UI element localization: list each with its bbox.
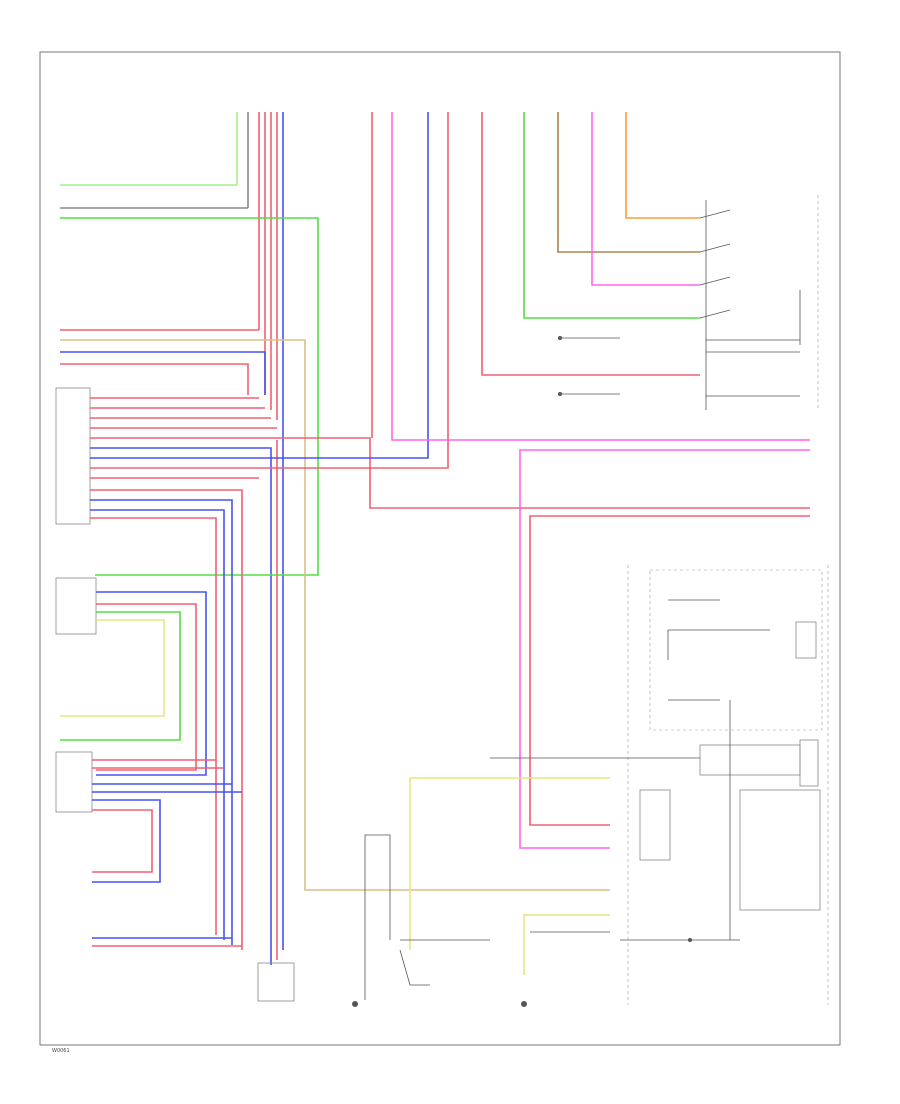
ground-symbols [558,336,620,396]
wire-red-left-2 [60,363,249,395]
wire-blue-left [60,351,266,395]
bottom-left-wires [92,937,242,947]
footer-code: W0061 [52,1048,70,1054]
lower-module-box [257,962,295,1002]
block-1-wires [90,112,810,950]
block-3-wires [92,759,242,883]
top-center-wires [371,112,810,441]
wire-green-loop [60,217,319,576]
top-connector-bundle [236,112,284,965]
block-2-wires [60,591,207,776]
diagram-frame [39,51,841,1046]
switch-column [699,195,819,410]
upper-left-wires [60,184,610,891]
connector-block-3 [55,751,93,813]
lower-right-module [610,565,829,1005]
bottom-sensors [352,834,527,1007]
connector-block-1 [55,387,91,525]
right-connector-wires [519,449,810,849]
yellow-wires-lower [409,757,610,975]
wire-tan-long [60,339,610,891]
connector-block-2 [55,577,97,635]
